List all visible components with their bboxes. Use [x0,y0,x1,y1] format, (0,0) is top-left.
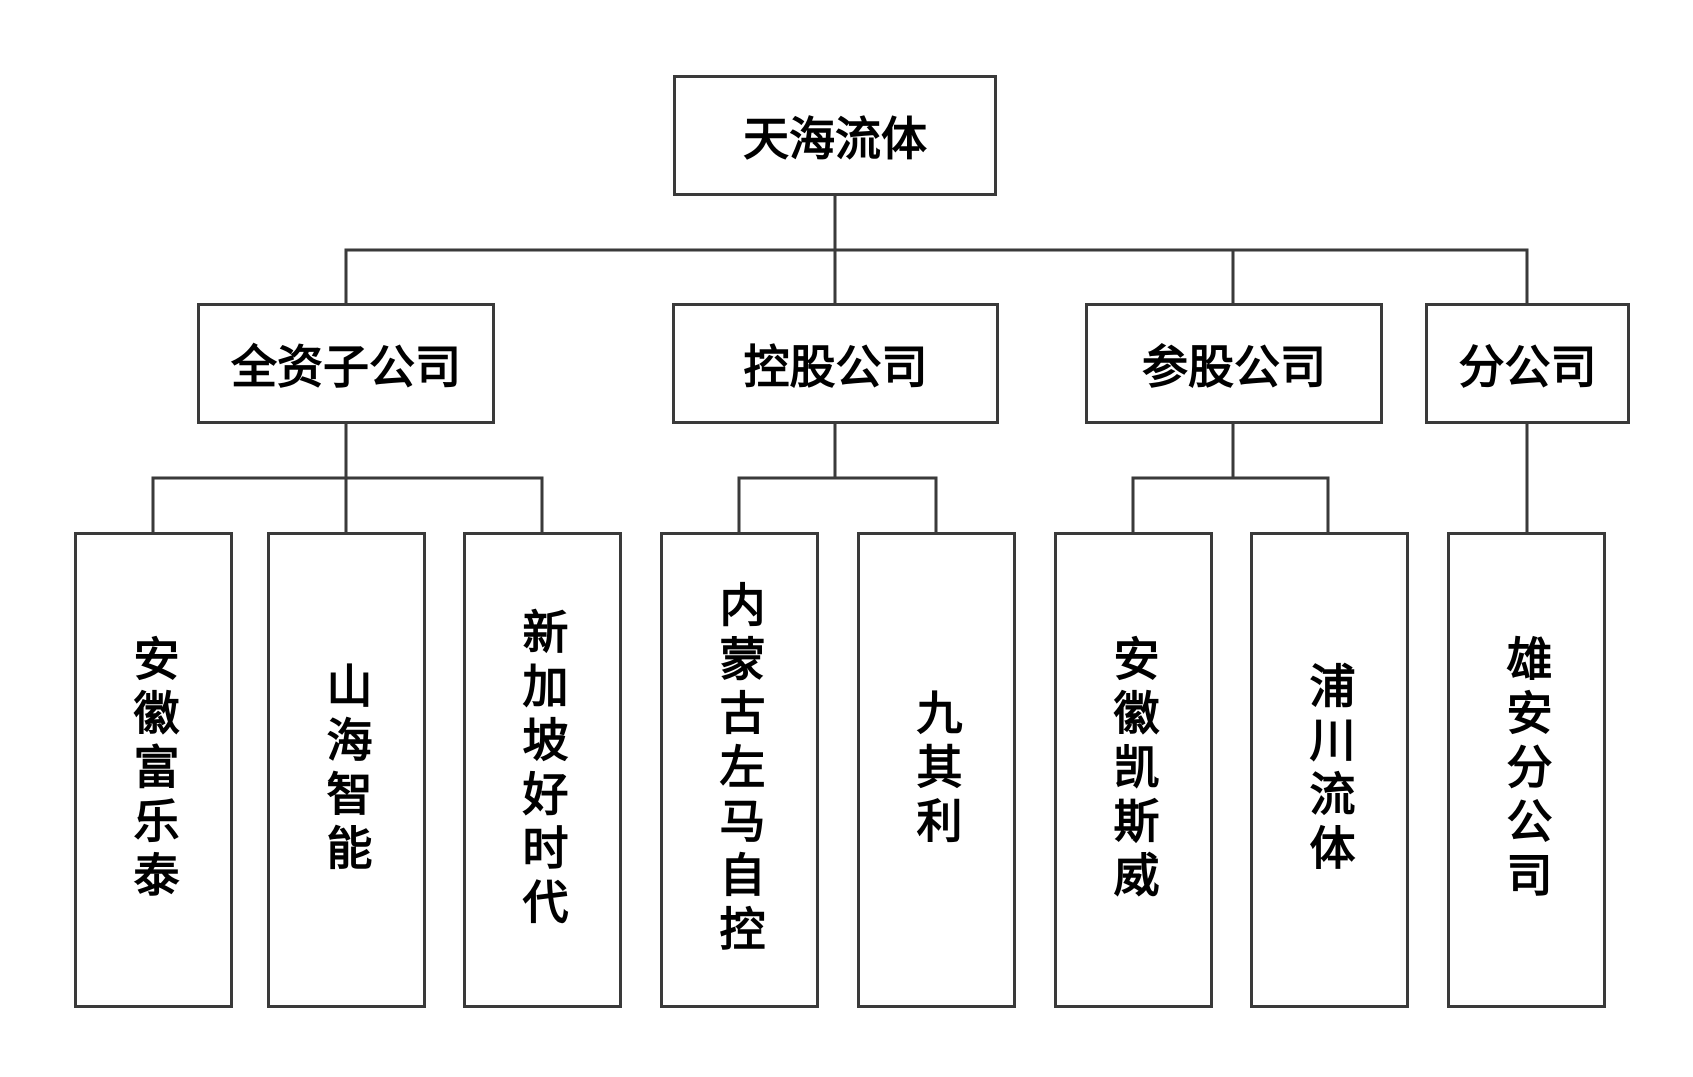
leaf-node-label: 山海智能 [319,662,374,878]
category-node-equity: 参股公司 [1085,303,1383,424]
category-node-label: 分公司 [1458,339,1597,394]
leaf-node-jiuqili: 九其利 [857,532,1016,1008]
leaf-node-label: 新加坡好时代 [515,608,570,932]
leaf-node-label: 九其利 [909,689,964,851]
leaf-node-label: 雄安分公司 [1499,635,1554,905]
leaf-node-neimenggu-zuoma: 内蒙古左马自控 [660,532,819,1008]
category-node-holding: 控股公司 [672,303,999,424]
category-node-label: 控股公司 [743,339,928,394]
category-node-label: 参股公司 [1142,339,1326,394]
leaf-node-singapore-haoshidai: 新加坡好时代 [463,532,622,1008]
leaf-node-anhui-kaisiwei: 安徽凯斯威 [1054,532,1213,1008]
leaf-node-label: 安徽凯斯威 [1106,635,1161,905]
leaf-node-xiongan-branch: 雄安分公司 [1447,532,1606,1008]
category-node-branch: 分公司 [1425,303,1630,424]
leaf-node-label: 浦川流体 [1302,662,1357,878]
category-node-label: 全资子公司 [231,339,461,394]
category-node-wholly-owned: 全资子公司 [197,303,495,424]
root-node-label: 天海流体 [743,111,927,166]
leaf-node-shanhai-zhineng: 山海智能 [267,532,426,1008]
root-node: 天海流体 [673,75,997,196]
leaf-node-puchuan-liuti: 浦川流体 [1250,532,1409,1008]
leaf-node-label: 安徽富乐泰 [126,635,181,905]
leaf-node-anhui-fuletai: 安徽富乐泰 [74,532,233,1008]
leaf-node-label: 内蒙古左马自控 [712,581,767,959]
